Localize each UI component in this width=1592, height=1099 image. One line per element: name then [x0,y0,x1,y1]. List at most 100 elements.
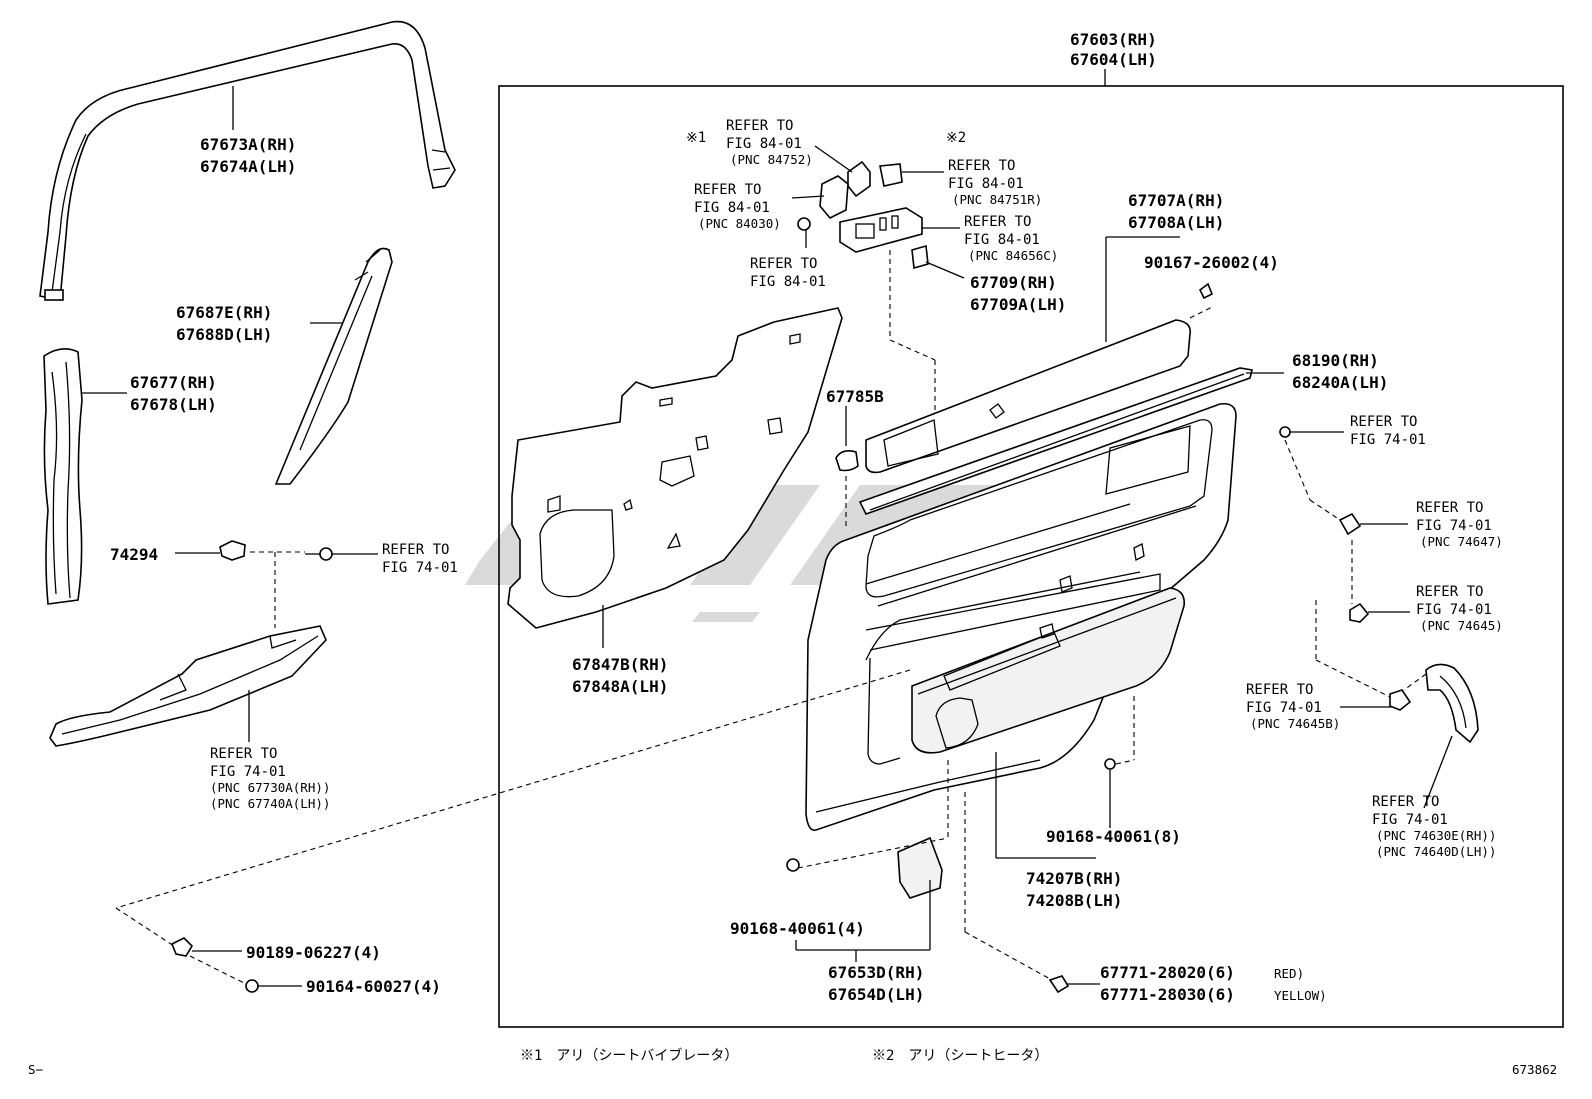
ref-grip-3: (PNC 74630E(RH)) [1376,828,1496,843]
label-67708a: 67708A(LH) [1128,213,1224,232]
ref-84656c-3: (PNC 84656C) [968,248,1058,263]
switch-hole-cover-part [897,836,943,899]
label-90167: 90167-26002(4) [1144,253,1279,272]
grip-cap-74647 [1338,512,1362,536]
label-67847b: 67847B(RH) [572,655,668,674]
ref-grip-top-1: REFER TO [1350,414,1417,430]
ref-armrest-4: (PNC 67740A(LH)) [210,796,330,811]
switch-84030-part [797,175,849,231]
pillar-garnish-part [274,247,393,485]
label-67771-b: 67771-28030(6) [1100,985,1235,1004]
ref-84030-1: REFER TO [694,182,761,198]
upper-trim-panel-part [865,319,1192,474]
ref-74645b-1: REFER TO [1246,682,1313,698]
ref-grip-top-2: FIG 74-01 [1350,432,1426,448]
label-74208b: 74208B(LH) [1026,891,1122,910]
assist-grip-part [1425,663,1479,744]
label-67848a: 67848A(LH) [572,677,668,696]
ref-armrest-screw-2: FIG 74-01 [382,560,458,576]
grip-screw-top [1279,426,1291,438]
label-67674a: 67674A(LH) [200,157,296,176]
footnote-1: ※1 アリ（シートバイブレータ） [520,1047,738,1064]
grip-base-74645b [1389,689,1412,711]
label-67687e: 67687E(RH) [176,303,272,322]
label-67673a: 67673A(RH) [200,135,296,154]
ref-74647-2: FIG 74-01 [1416,518,1492,534]
ref-84751r-3: (PNC 84751R) [952,192,1042,207]
footer-left-code: S− [28,1062,43,1077]
label-90189: 90189-06227(4) [246,943,381,962]
ref-armrest-screw-1: REFER TO [382,542,449,558]
main-frame [498,85,1564,1028]
label-67771-b-note: YELLOW) [1274,988,1327,1003]
ref-84030-3: (PNC 84030) [698,216,781,231]
ref-armrest-2: FIG 74-01 [210,764,286,780]
label-90168-4: 90168-40061(4) [730,919,865,938]
label-67709a: 67709A(LH) [970,295,1066,314]
ref-84656c-2: FIG 84-01 [964,232,1040,248]
weatherstrip-arch-part [39,20,456,301]
label-67688d: 67688D(LH) [176,325,272,344]
plug-67709-part [911,244,929,270]
ref-grip-2: FIG 74-01 [1372,812,1448,828]
label-74294: 74294 [110,545,158,564]
switch-84752-part [847,160,903,198]
ref-84030-2: FIG 84-01 [694,200,770,216]
label-67653d: 67653D(RH) [828,963,924,982]
ref-74645b-3: (PNC 74645B) [1250,716,1340,731]
label-67771-a: 67771-28020(6) [1100,963,1235,982]
label-67785b: 67785B [826,387,884,406]
clip-67771 [1048,975,1070,994]
label-67654d: 67654D(LH) [828,985,924,1004]
footnote-2: ※2 アリ（シートヒータ） [872,1048,1048,1064]
mark-1: ※1 [686,130,706,146]
figure-id: 673862 [1512,1062,1557,1077]
armrest-clip [175,540,246,561]
service-hole-cover-part [507,307,843,629]
label-67709: 67709(RH) [970,273,1057,292]
ref-74647-1: REFER TO [1416,500,1483,516]
door-pocket-part [911,587,1186,754]
ref-74645-3: (PNC 74645) [1420,618,1503,633]
ref-74645-2: FIG 74-01 [1416,602,1492,618]
ref-74645b-2: FIG 74-01 [1246,700,1322,716]
label-90164: 90164-60027(4) [306,977,441,996]
armrest-screw [305,547,378,561]
grip-nut-74645 [1349,602,1370,623]
ref-screw-84-2: FIG 84-01 [750,274,826,290]
label-68240a: 68240A(LH) [1292,373,1388,392]
ref-74647-3: (PNC 74647) [1420,534,1503,549]
label-67707a: 67707A(RH) [1128,191,1224,210]
label-main-rh: 67603(RH) [1070,30,1157,49]
ref-84656c-1: REFER TO [964,214,1031,230]
mark-2: ※2 [946,130,966,146]
ref-grip-1: REFER TO [1372,794,1439,810]
ref-84751r-1: REFER TO [948,158,1015,174]
belt-moulding-part [858,367,1253,515]
vertical-weatherstrip-part [43,348,83,605]
ref-84751r-2: FIG 84-01 [948,176,1024,192]
ref-84752-3: (PNC 84752) [730,152,813,167]
label-main-lh: 67604(LH) [1070,50,1157,69]
label-67678: 67678(LH) [130,395,217,414]
clip-90189 [170,937,194,957]
label-67677: 67677(RH) [130,373,217,392]
switch-panel-84656c-part [839,207,923,253]
clip-67785b [835,450,859,472]
ref-armrest-3: (PNC 67730A(RH)) [210,780,330,795]
screw-90168-8 [1104,758,1116,770]
ref-84752-1: REFER TO [726,118,793,134]
ref-armrest-1: REFER TO [210,746,277,762]
ref-grip-4: (PNC 74640D(LH)) [1376,844,1496,859]
armrest-base-part [49,625,327,747]
screw-90164 [245,979,259,993]
ref-74645-1: REFER TO [1416,584,1483,600]
label-74207b: 74207B(RH) [1026,869,1122,888]
label-90168-8: 90168-40061(8) [1046,827,1181,846]
ref-screw-84-1: REFER TO [750,256,817,272]
screw-90168-4 [786,858,800,872]
label-67771-a-note: RED) [1274,966,1304,981]
ref-84752-2: FIG 84-01 [726,136,802,152]
label-68190: 68190(RH) [1292,351,1379,370]
screw-90167 [1198,282,1214,300]
